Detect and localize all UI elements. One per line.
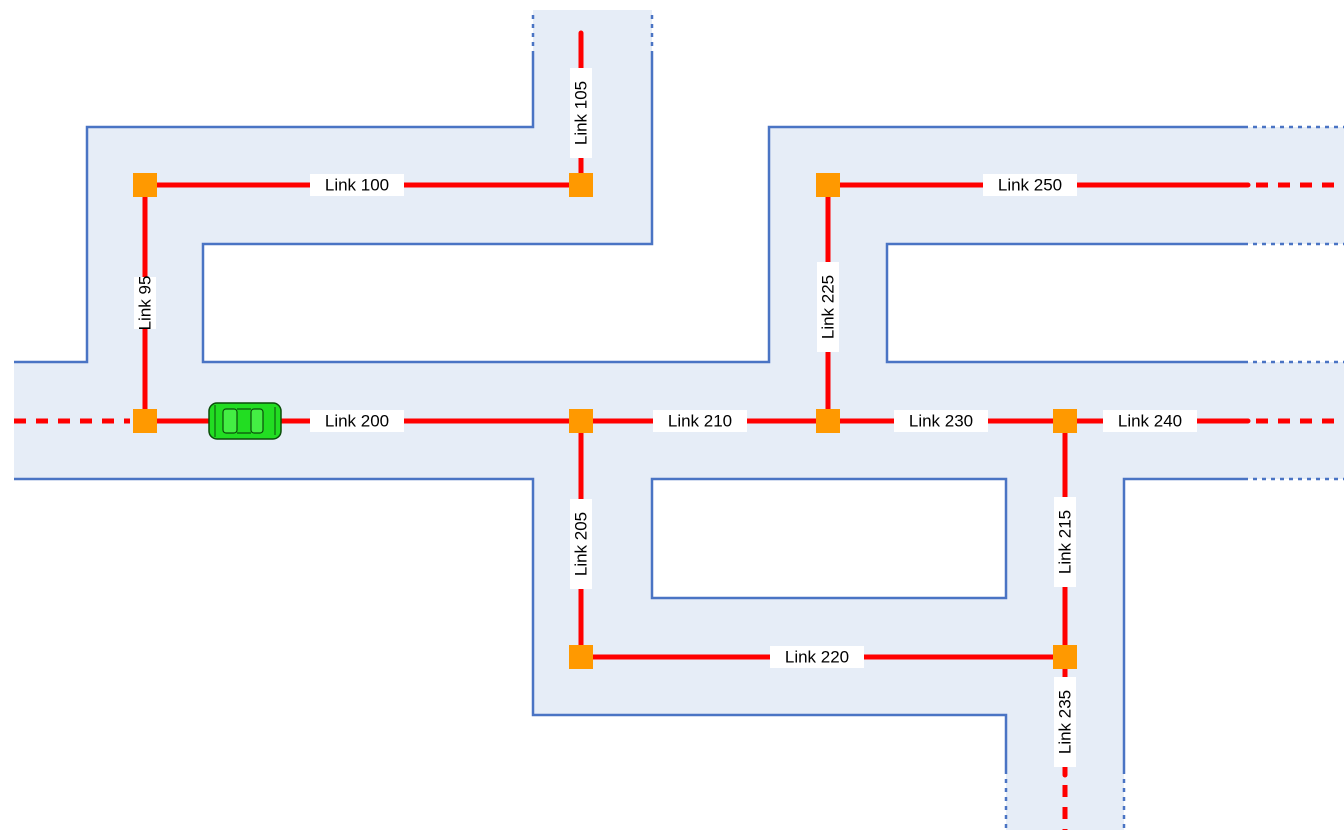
edge-top-right-outline	[201, 55, 1244, 364]
node	[133, 173, 157, 197]
node	[1053, 645, 1077, 669]
label-link-200: Link 200	[325, 412, 389, 431]
node	[569, 409, 593, 433]
label-link-105: Link 105	[572, 81, 591, 145]
link-labels: Link 95 Link 100 Link 105 Link 200 Link …	[134, 68, 1197, 767]
road-edges	[14, 10, 1344, 830]
edge-lower-left-outline	[14, 477, 1008, 770]
road-top-vertical	[533, 10, 652, 127]
label-link-95: Link 95	[136, 276, 155, 331]
edge-lower-right-outline	[1122, 477, 1244, 770]
node	[569, 645, 593, 669]
edge-inner-block-right	[885, 242, 1244, 364]
links	[14, 30, 1344, 830]
nodes	[133, 173, 1077, 669]
node	[569, 173, 593, 197]
label-link-230: Link 230	[909, 412, 973, 431]
node	[1053, 409, 1077, 433]
node	[133, 409, 157, 433]
label-link-220: Link 220	[785, 648, 849, 667]
node	[816, 409, 840, 433]
label-link-235: Link 235	[1056, 690, 1075, 754]
label-link-210: Link 210	[668, 412, 732, 431]
edge-inner-block-center	[650, 477, 1008, 600]
label-link-100: Link 100	[325, 176, 389, 195]
car-icon	[208, 402, 282, 440]
label-link-250: Link 250	[998, 176, 1062, 195]
label-link-240: Link 240	[1118, 412, 1182, 431]
node	[816, 173, 840, 197]
label-link-225: Link 225	[819, 275, 838, 339]
label-link-215: Link 215	[1056, 510, 1075, 574]
label-link-205: Link 205	[572, 512, 591, 576]
edge-upper-left-outline	[14, 55, 535, 364]
